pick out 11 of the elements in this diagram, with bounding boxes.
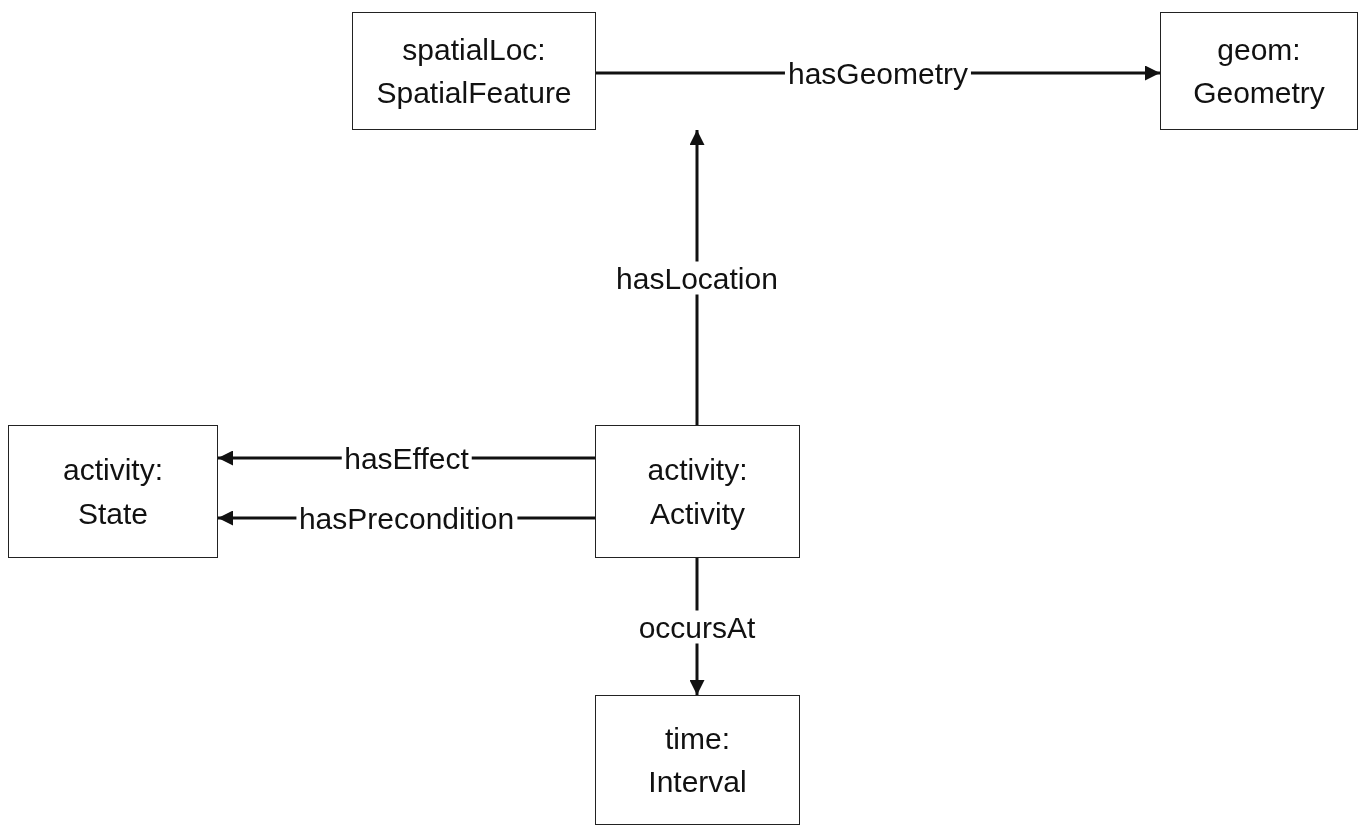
node-label: time: Interval (648, 720, 747, 800)
class-box (595, 425, 800, 558)
class-box (1160, 12, 1358, 130)
class-box (352, 12, 596, 130)
class-box (595, 695, 800, 825)
arrow (689, 130, 705, 425)
node-label: spatialLoc: SpatialFeature (376, 31, 572, 111)
node-label: activity: Activity (647, 452, 748, 532)
class-box (8, 425, 218, 558)
node-label: geom: Geometry (1193, 31, 1325, 111)
node-label: activity: State (63, 452, 163, 532)
